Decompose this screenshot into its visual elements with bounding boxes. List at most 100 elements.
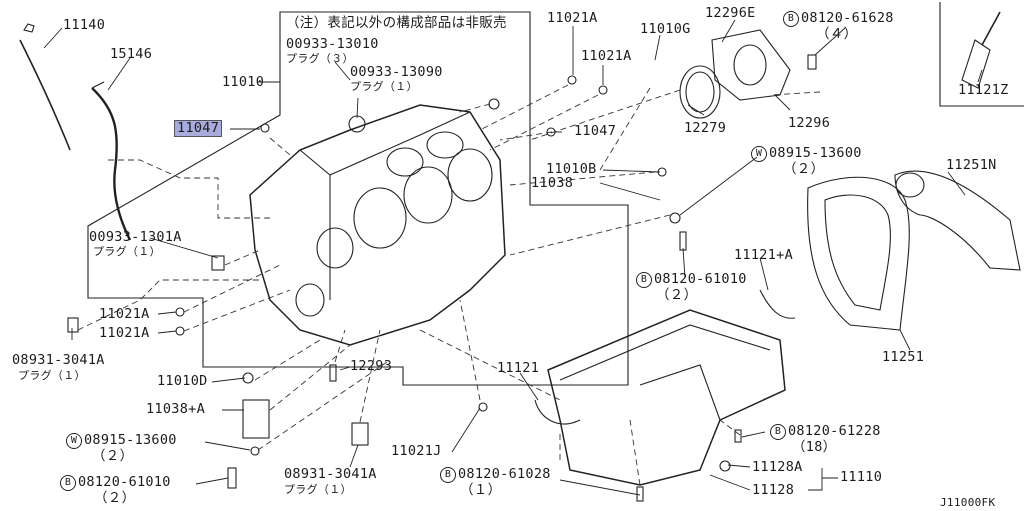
part-number: 11128A: [752, 459, 803, 475]
part-number: 12293: [350, 358, 393, 374]
callout-08931-3041A-left[interactable]: 08931-3041A: [12, 353, 105, 368]
callout-00933-1301A[interactable]: 00933-1301A: [89, 230, 182, 245]
part-number: 08120-61228: [788, 423, 881, 439]
callout-15146[interactable]: 15146: [110, 47, 152, 62]
note-text: （注）表記以外の構成部品は非販売: [286, 15, 507, 31]
callout-11251N[interactable]: 11251N: [946, 158, 997, 173]
callout-11251[interactable]: 11251: [882, 350, 924, 365]
callout-08931-3041A-left-desc: プラグ（１）: [18, 369, 86, 382]
callout-08120-61010-a-qty: （２）: [656, 287, 698, 303]
callout-08931-3041A-bottom-desc: プラグ（１）: [284, 483, 352, 496]
part-number: 08120-61028: [458, 466, 551, 482]
callout-08915-13600-a-qty: （２）: [783, 161, 825, 177]
part-number: 11010G: [640, 21, 691, 37]
callout-11128A[interactable]: 11128A: [752, 460, 803, 475]
callout-11021A-top[interactable]: 11021A: [547, 11, 598, 26]
diagram-id: J11000FK: [940, 496, 996, 509]
bolt-b-icon: B: [440, 467, 456, 483]
part-number: 11140: [63, 17, 106, 33]
part-number: 08120-61010: [78, 474, 171, 490]
callout-11010[interactable]: 11010: [222, 75, 264, 90]
bolt-b-icon: B: [770, 424, 786, 440]
callout-11021A-mid[interactable]: 11021A: [581, 49, 632, 64]
part-number: 11121Z: [958, 82, 1009, 98]
callout-11047[interactable]: 11047: [574, 124, 616, 139]
callout-11047-highlighted[interactable]: 11047: [174, 120, 223, 137]
part-number: 08120-61628: [801, 10, 894, 26]
part-number: 11021A: [547, 10, 598, 26]
callout-00933-13010-desc: プラグ（３）: [286, 52, 354, 65]
bolt-b-icon: B: [783, 11, 799, 27]
callout-08931-3041A-bottom[interactable]: 08931-3041A: [284, 467, 377, 482]
callout-11128[interactable]: 11128: [752, 483, 794, 498]
callout-11021J[interactable]: 11021J: [391, 444, 442, 459]
callout-12296E[interactable]: 12296E: [705, 6, 756, 21]
part-number: 08915-13600: [84, 432, 177, 448]
callout-08120-61228-qty: （18）: [792, 439, 837, 455]
callout-00933-13090-desc: プラグ（１）: [350, 80, 418, 93]
callout-11010G[interactable]: 11010G: [640, 22, 691, 37]
part-number: 12296E: [705, 5, 756, 21]
part-number: 00933-1301A: [89, 229, 182, 245]
part-number: 11010B: [546, 161, 597, 177]
part-number: 11121: [497, 360, 540, 376]
part-number: 11021J: [391, 443, 442, 459]
part-number: 08931-3041A: [12, 352, 105, 368]
part-number: 11010: [222, 74, 265, 90]
part-number: 08931-3041A: [284, 466, 377, 482]
callout-11010B[interactable]: 11010B: [546, 162, 597, 177]
washer-w-icon: W: [66, 433, 82, 449]
callout-08915-13600-b-qty: （２）: [92, 448, 134, 464]
callout-12296[interactable]: 12296: [788, 116, 830, 131]
callout-00933-13090[interactable]: 00933-13090: [350, 65, 443, 80]
callout-11021A-left1[interactable]: 11021A: [99, 307, 150, 322]
part-number: 11047: [574, 123, 617, 139]
callout-00933-1301A-desc: プラグ（１）: [93, 245, 161, 258]
part-number: 08915-13600: [769, 145, 862, 161]
part-number: 11251N: [946, 157, 997, 173]
callout-08120-61010-b-qty: （２）: [94, 490, 136, 506]
part-number: 11021A: [99, 306, 150, 322]
part-number: 11038+A: [146, 401, 205, 417]
bolt-b-icon: B: [60, 475, 76, 491]
part-number: 12279: [684, 120, 727, 136]
part-number: 12296: [788, 115, 831, 131]
part-number: 15146: [110, 46, 153, 62]
washer-w-icon: W: [751, 146, 767, 162]
bolt-b-icon: B: [636, 272, 652, 288]
callout-12293[interactable]: 12293: [350, 359, 392, 374]
callout-11038[interactable]: 11038: [531, 176, 573, 191]
part-number: 08120-61010: [654, 271, 747, 287]
part-number: 11128: [752, 482, 795, 498]
part-number: 11251: [882, 349, 925, 365]
callout-11121Z[interactable]: 11121Z: [958, 83, 1009, 98]
part-number: 11021A: [581, 48, 632, 64]
part-number: 00933-13010: [286, 36, 379, 52]
callout-11140[interactable]: 11140: [63, 18, 105, 33]
callout-08120-61028-qty: （１）: [460, 482, 502, 498]
callout-11110[interactable]: 11110: [840, 470, 882, 485]
part-number: 11047: [177, 120, 220, 136]
callout-11021A-left2[interactable]: 11021A: [99, 326, 150, 341]
part-number: 11121+A: [734, 247, 793, 263]
part-number: 11021A: [99, 325, 150, 341]
callout-11010D[interactable]: 11010D: [157, 374, 208, 389]
callout-08120-61628-qty: （４）: [816, 26, 858, 42]
callout-11121A[interactable]: 11121+A: [734, 248, 793, 263]
callout-11121[interactable]: 11121: [497, 361, 539, 376]
part-number: 11110: [840, 469, 883, 485]
part-number: 11010D: [157, 373, 208, 389]
part-number: 11038: [531, 175, 574, 191]
callout-12279[interactable]: 12279: [684, 121, 726, 136]
callout-00933-13010[interactable]: 00933-13010: [286, 37, 379, 52]
callout-11038A[interactable]: 11038+A: [146, 402, 205, 417]
